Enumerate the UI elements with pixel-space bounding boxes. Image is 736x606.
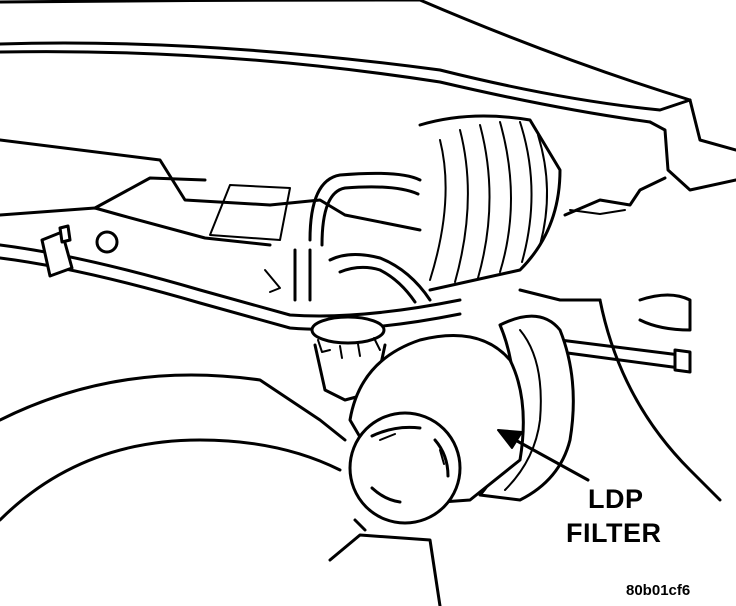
callout-arrow [497, 429, 590, 482]
cowl-panel [0, 138, 422, 247]
hood-panel [0, 0, 736, 192]
bracket [563, 176, 667, 217]
ldp-pump [310, 315, 387, 402]
corrugated-duct [418, 114, 562, 292]
vacuum-line [0, 243, 692, 374]
figure-code: 80b01cf6 [626, 582, 691, 599]
ldp-filter [348, 334, 525, 525]
vacuum-hoses [293, 171, 432, 304]
callout-label-filter: FILTER [566, 518, 662, 548]
line-fitting [40, 224, 281, 293]
callout-label-ldp: LDP [588, 484, 644, 514]
lower-body [0, 288, 722, 606]
